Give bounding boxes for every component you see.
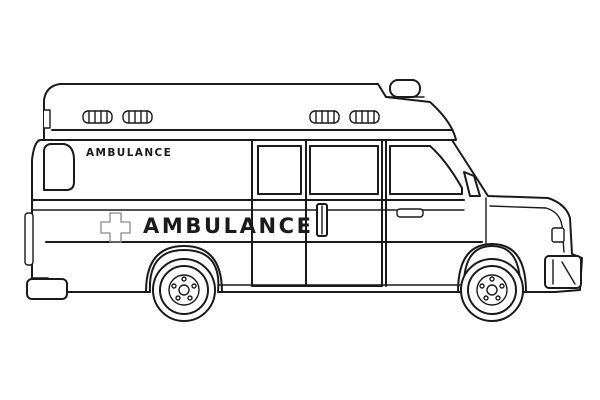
marker-light bbox=[82, 110, 113, 124]
marker-light bbox=[349, 110, 380, 124]
marker-light bbox=[309, 110, 340, 124]
front-wheel bbox=[457, 243, 527, 322]
marker-light bbox=[122, 110, 153, 124]
cab-door-handle bbox=[396, 208, 424, 218]
side-window bbox=[257, 145, 302, 195]
side-doors bbox=[251, 139, 383, 287]
medical-cross-icon bbox=[100, 212, 131, 243]
main-ambulance-label: AMBULANCE bbox=[143, 214, 314, 238]
side-window bbox=[309, 145, 379, 195]
rear-wheel bbox=[145, 245, 223, 322]
roof-beacon bbox=[385, 79, 425, 98]
roof-box bbox=[43, 83, 457, 141]
roof-marker-lights bbox=[82, 110, 380, 124]
upper-ambulance-label: AMBULANCE bbox=[86, 147, 172, 159]
cab bbox=[385, 139, 582, 289]
